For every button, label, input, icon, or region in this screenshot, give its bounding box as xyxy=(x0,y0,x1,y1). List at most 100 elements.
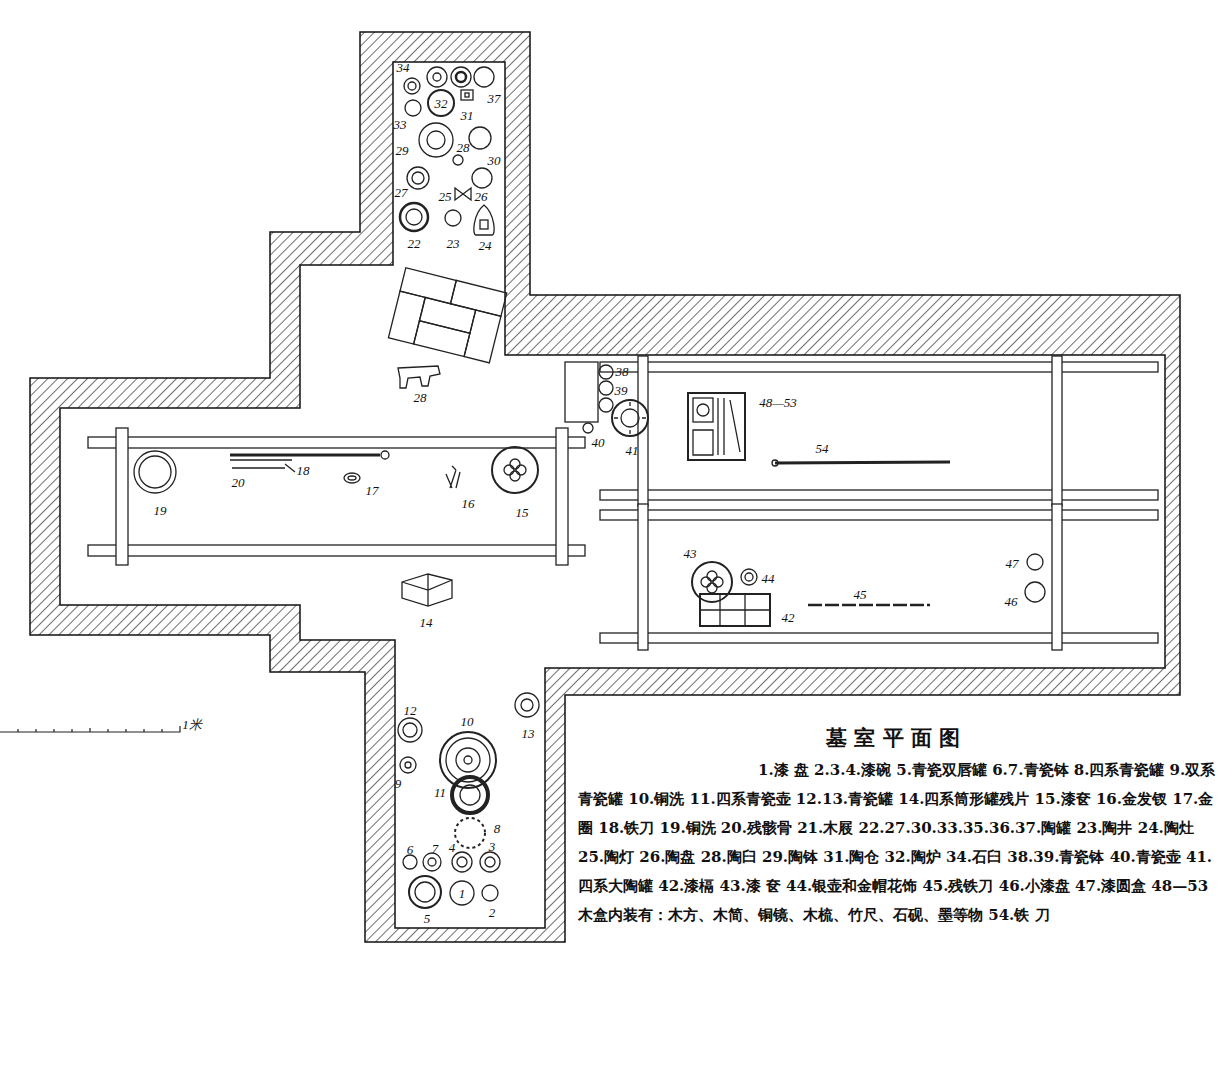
callout-number: 37 xyxy=(488,92,501,105)
grave-goods xyxy=(713,577,723,587)
coffin-platform xyxy=(638,504,648,650)
callout-number: 9 xyxy=(395,777,402,790)
coffin-platform xyxy=(116,428,128,565)
grave-goods xyxy=(428,858,436,866)
grave-goods xyxy=(398,366,440,388)
grave-goods xyxy=(408,82,416,90)
grave-goods xyxy=(461,90,473,100)
callout-number: 13 xyxy=(522,727,535,740)
grave-goods xyxy=(230,460,295,472)
grave-goods xyxy=(230,454,380,457)
callout-number: 33 xyxy=(394,118,407,131)
legend-caption: 1.漆 盘 2.3.4.漆碗 5.青瓷双唇罐 6.7.青瓷钵 8.四系青瓷罐 9… xyxy=(578,756,1218,930)
scale-bar xyxy=(18,728,162,732)
grave-goods xyxy=(348,476,356,480)
callout-number: 1 xyxy=(459,887,466,900)
coffin-platform xyxy=(600,490,1158,500)
callout-number: 18 xyxy=(297,464,310,477)
coffin-platform xyxy=(600,633,1158,643)
grave-goods xyxy=(599,381,613,395)
grave-goods xyxy=(700,594,770,626)
grave-goods xyxy=(492,447,538,493)
callout-number: 6 xyxy=(407,843,414,856)
callout-number: 25 xyxy=(439,190,452,203)
callout-number: 17 xyxy=(366,484,379,497)
grave-goods xyxy=(409,876,441,908)
grave-goods xyxy=(621,409,639,427)
callout-number: 54 xyxy=(816,442,829,455)
grave-goods xyxy=(693,398,740,455)
grave-goods xyxy=(414,321,470,357)
grave-goods xyxy=(403,723,417,737)
grave-goods xyxy=(452,852,472,872)
grave-goods xyxy=(400,203,428,231)
grave-goods xyxy=(516,465,526,475)
callout-number: 11 xyxy=(434,786,446,799)
grave-goods xyxy=(457,857,467,867)
callout-number: 32 xyxy=(435,97,448,110)
grave-goods xyxy=(427,67,447,87)
callout-number: 28 xyxy=(457,141,470,154)
grave-goods xyxy=(451,67,471,87)
grave-goods xyxy=(1025,582,1045,602)
grave-goods xyxy=(405,762,411,768)
grave-goods xyxy=(423,853,441,871)
callout-number: 42 xyxy=(782,611,795,624)
grave-goods xyxy=(700,594,770,626)
grave-goods xyxy=(465,93,469,97)
callout-number: 28 xyxy=(414,391,427,404)
grave-goods xyxy=(697,404,709,416)
callout-number: 2 xyxy=(489,906,496,919)
grave-goods xyxy=(344,473,360,483)
grave-goods xyxy=(440,732,496,788)
callout-number: 30 xyxy=(488,154,501,167)
callout-number: 24 xyxy=(479,239,492,252)
callout-number: 12 xyxy=(404,704,417,717)
coffin-platform xyxy=(88,356,1158,650)
grave-goods xyxy=(403,855,417,869)
callout-number: 46 xyxy=(1005,595,1018,608)
coffin-platform xyxy=(88,437,585,448)
callout-number: 38 xyxy=(616,365,629,378)
plan-title: 墓 室 平 面 图 xyxy=(826,724,960,752)
grave-goods xyxy=(445,210,461,226)
grave-goods xyxy=(427,131,445,149)
callout-number: 27 xyxy=(395,186,408,199)
grave-goods xyxy=(515,693,539,717)
coffin-platform xyxy=(1052,504,1062,650)
callout-number: 5 xyxy=(424,912,431,925)
coffin-platform xyxy=(600,362,1158,372)
grave-goods xyxy=(474,205,494,235)
grave-goods xyxy=(474,67,494,87)
grave-goods xyxy=(446,466,460,488)
grave-goods xyxy=(583,423,593,433)
grave-goods xyxy=(428,90,454,116)
coffin-platform xyxy=(88,545,585,556)
callout-number: 29 xyxy=(396,144,409,157)
grave-goods xyxy=(398,718,422,742)
grave-goods xyxy=(504,465,514,475)
grave-goods xyxy=(455,188,471,200)
coffin-platform xyxy=(1052,356,1062,506)
grave-goods xyxy=(406,209,422,225)
callout-number: 14 xyxy=(420,616,433,629)
grave-goods xyxy=(404,78,420,94)
grave-goods xyxy=(510,459,520,469)
grave-goods xyxy=(599,398,613,412)
grave-goods xyxy=(450,881,474,905)
grave-goods xyxy=(614,402,646,434)
callout-number: 31 xyxy=(461,109,474,122)
grave-goods xyxy=(480,852,500,872)
grave-goods xyxy=(400,757,416,773)
grave-goods xyxy=(472,168,492,188)
callout-number: 41 xyxy=(626,444,639,457)
callout-number: 40 xyxy=(592,436,605,449)
grave-goods xyxy=(381,451,389,459)
grave-goods xyxy=(688,393,745,460)
callout-number: 19 xyxy=(154,504,167,517)
callout-number: 15 xyxy=(516,506,529,519)
callout-number: 4 xyxy=(449,841,456,854)
grave-goods xyxy=(808,604,930,607)
callout-number: 47 xyxy=(1006,557,1019,570)
